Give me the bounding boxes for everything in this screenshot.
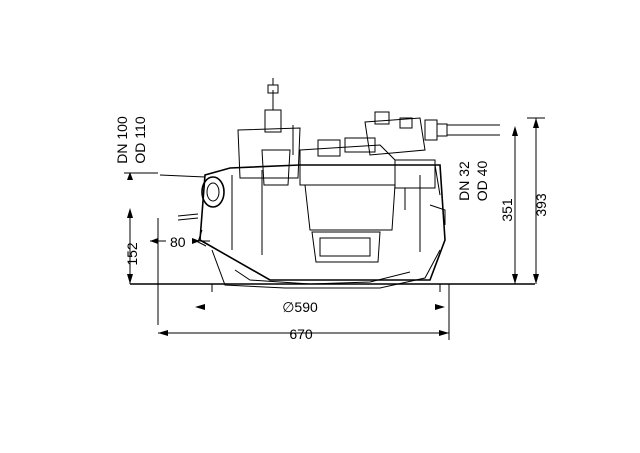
outlet-od-label: OD 40 [474,161,490,202]
dimension-393 [527,117,545,284]
dimension-80-label: 80 [170,234,186,250]
dimension-351-label: 351 [499,198,515,222]
dimension-152 [124,172,158,284]
inlet-dn-label: DN 100 [114,116,130,164]
dimension-80 [150,218,210,325]
dimension-351 [512,126,518,284]
dimension-590 [195,284,450,340]
inlet-od-label: OD 110 [132,116,148,163]
dimension-670-label: 670 [289,326,313,342]
dimension-670 [158,330,449,336]
dimension-152-label: 152 [124,242,140,266]
pump-unit-body [159,78,500,289]
dimension-590-label: ∅590 [282,299,318,315]
dimension-393-label: 393 [533,193,549,217]
outlet-dn-label: DN 32 [456,161,472,201]
